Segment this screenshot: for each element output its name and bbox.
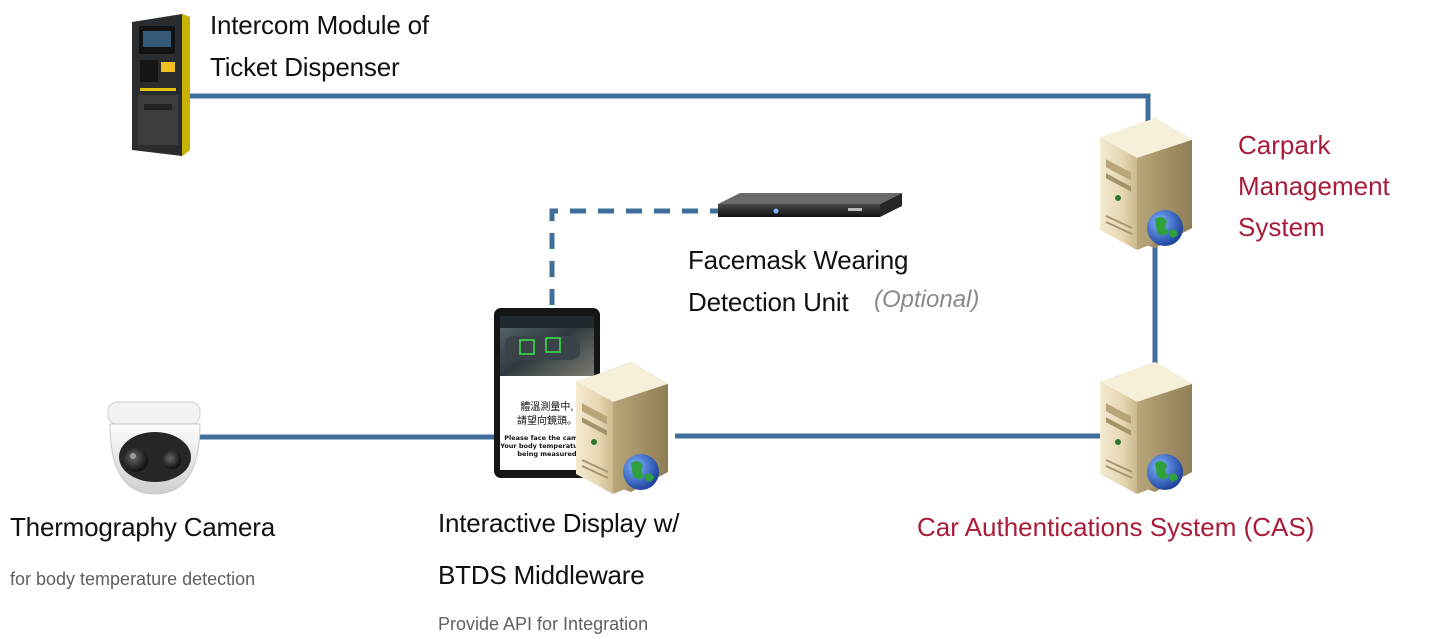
connectors — [190, 93, 1158, 440]
screen-chinese-1: 體溫測量中, — [520, 400, 573, 413]
globe-icon-middleware — [623, 454, 659, 490]
intercom-label-line1: Intercom Module of — [210, 10, 429, 40]
screen-english-2: Your body temperature is — [499, 442, 594, 450]
display-label-line2: BTDS Middleware — [438, 560, 645, 590]
cms-label-line1: Carpark — [1238, 130, 1331, 160]
connector-display-to-facemask-dashed — [549, 208, 718, 305]
facemask-label-line2: Detection Unit — [688, 287, 849, 317]
screen-english-3: being measured — [517, 450, 577, 458]
ticket-dispenser-icon — [132, 14, 190, 156]
nvr-icon — [718, 193, 902, 217]
thermo-camera-sub: for body temperature detection — [10, 569, 256, 589]
globe-icon-cms — [1147, 210, 1183, 246]
connector-intercom-to-cms — [190, 93, 1151, 140]
display-sub: Provide API for Integration — [438, 614, 649, 634]
cms-label-line2: Management — [1238, 171, 1390, 201]
screen-chinese-2: 請望向鏡頭。 — [517, 414, 577, 427]
facemask-optional-label: (Optional) — [874, 286, 980, 313]
facemask-label-line1: Facemask Wearing — [688, 245, 909, 275]
cas-label: Car Authentications System (CAS) — [917, 512, 1315, 542]
globe-icon-cas — [1147, 454, 1183, 490]
screen-english-1: Please face the camera — [504, 434, 589, 442]
intercom-label-line2: Ticket Dispenser — [210, 52, 400, 82]
display-label-line1: Interactive Display w/ — [438, 508, 680, 538]
dome-camera-icon — [107, 401, 201, 495]
cms-label-line3: System — [1238, 212, 1325, 242]
thermo-camera-label: Thermography Camera — [10, 512, 275, 542]
